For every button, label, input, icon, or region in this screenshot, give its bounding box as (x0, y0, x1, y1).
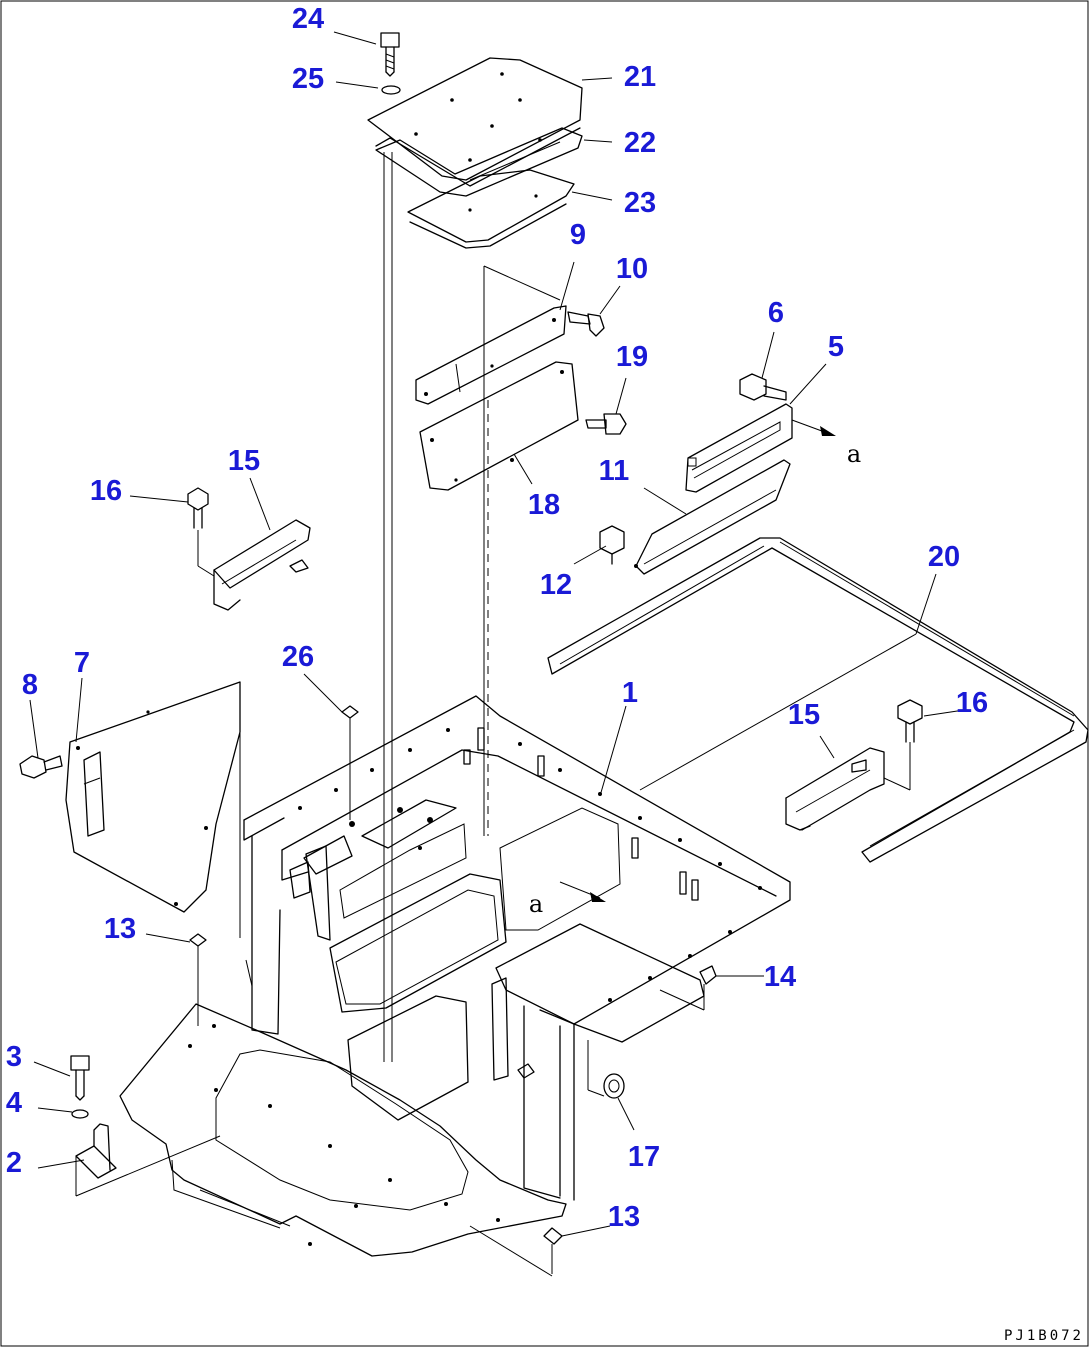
part-21-cover-plate (367, 57, 583, 187)
callout-23: 23 (624, 187, 656, 219)
callout-6: 6 (768, 297, 784, 329)
part-25-washer (381, 85, 401, 95)
part-13-grommet-lower (469, 1225, 563, 1277)
callout-25: 25 (292, 63, 324, 95)
part-11-plate (634, 459, 791, 575)
part-7-side-panel (65, 681, 241, 938)
part-15-handle-lower (785, 747, 885, 831)
part-24-bolt (380, 32, 400, 77)
floor-plate (119, 1003, 567, 1257)
leader-lines (29, 31, 965, 1237)
view-marker-a-lower: a (529, 890, 543, 918)
callout-10: 10 (616, 253, 648, 285)
callout-19: 19 (616, 341, 648, 373)
callout-20: 20 (928, 541, 960, 573)
callout-15-lower: 15 (788, 699, 820, 731)
view-arrow-a-lower (559, 881, 606, 902)
callout-22: 22 (624, 127, 656, 159)
part-1-main-frame (243, 695, 791, 1201)
part-3-bolt (70, 1055, 90, 1101)
callout-2: 2 (6, 1147, 22, 1179)
callout-24: 24 (292, 3, 324, 35)
callout-15-upper: 15 (228, 445, 260, 477)
part-23-lower-plate (407, 169, 575, 249)
part-10-bolt (567, 311, 605, 337)
part-9-side-cover (415, 305, 567, 405)
callout-9: 9 (570, 219, 586, 251)
view-marker-a-upper: a (847, 440, 861, 468)
part-5-bracket (685, 403, 793, 493)
callout-1: 1 (622, 677, 638, 709)
callout-5: 5 (828, 331, 844, 363)
callout-13-upper: 13 (104, 913, 136, 945)
callout-12: 12 (540, 569, 572, 601)
callout-17: 17 (628, 1141, 660, 1173)
callout-3: 3 (6, 1041, 22, 1073)
part-22-gasket (375, 127, 583, 197)
part-2-bracket (75, 1123, 221, 1197)
part-14-fitting (659, 965, 717, 1011)
callout-14: 14 (764, 961, 796, 993)
callout-18: 18 (528, 489, 560, 521)
callout-11: 11 (599, 455, 630, 487)
part-20-rail (547, 537, 1089, 863)
alignment-line-right-top (483, 265, 561, 301)
callout-13-lower: 13 (608, 1201, 640, 1233)
part-6-bolt (739, 373, 787, 401)
callout-16-upper: 16 (90, 475, 122, 507)
callout-26: 26 (282, 641, 314, 673)
view-arrow-a-upper (791, 419, 836, 436)
part-16-bolt-upper (187, 487, 215, 577)
callout-16-lower: 16 (956, 687, 988, 719)
callout-4: 4 (6, 1087, 22, 1119)
callout-labels: 24 25 21 22 23 9 10 19 6 5 11 18 12 20 1… (6, 3, 988, 1233)
callout-7: 7 (74, 647, 90, 679)
part-12-bolt (599, 525, 625, 565)
part-18-side-cover (419, 361, 579, 491)
part-8-knob (19, 755, 63, 779)
drawing-code: PJ1B072 (1004, 1328, 1084, 1344)
part-15-handle-upper (213, 519, 311, 611)
callout-21: 21 (624, 61, 656, 93)
part-19-bolt (585, 413, 627, 435)
part-17-grommet-ring (517, 1040, 625, 1099)
part-4-washer (71, 1109, 89, 1119)
part-13-grommet-upper (189, 933, 207, 1026)
part-16-bolt-lower (883, 699, 923, 791)
callout-8: 8 (22, 669, 38, 701)
part-26-clip (341, 705, 359, 820)
